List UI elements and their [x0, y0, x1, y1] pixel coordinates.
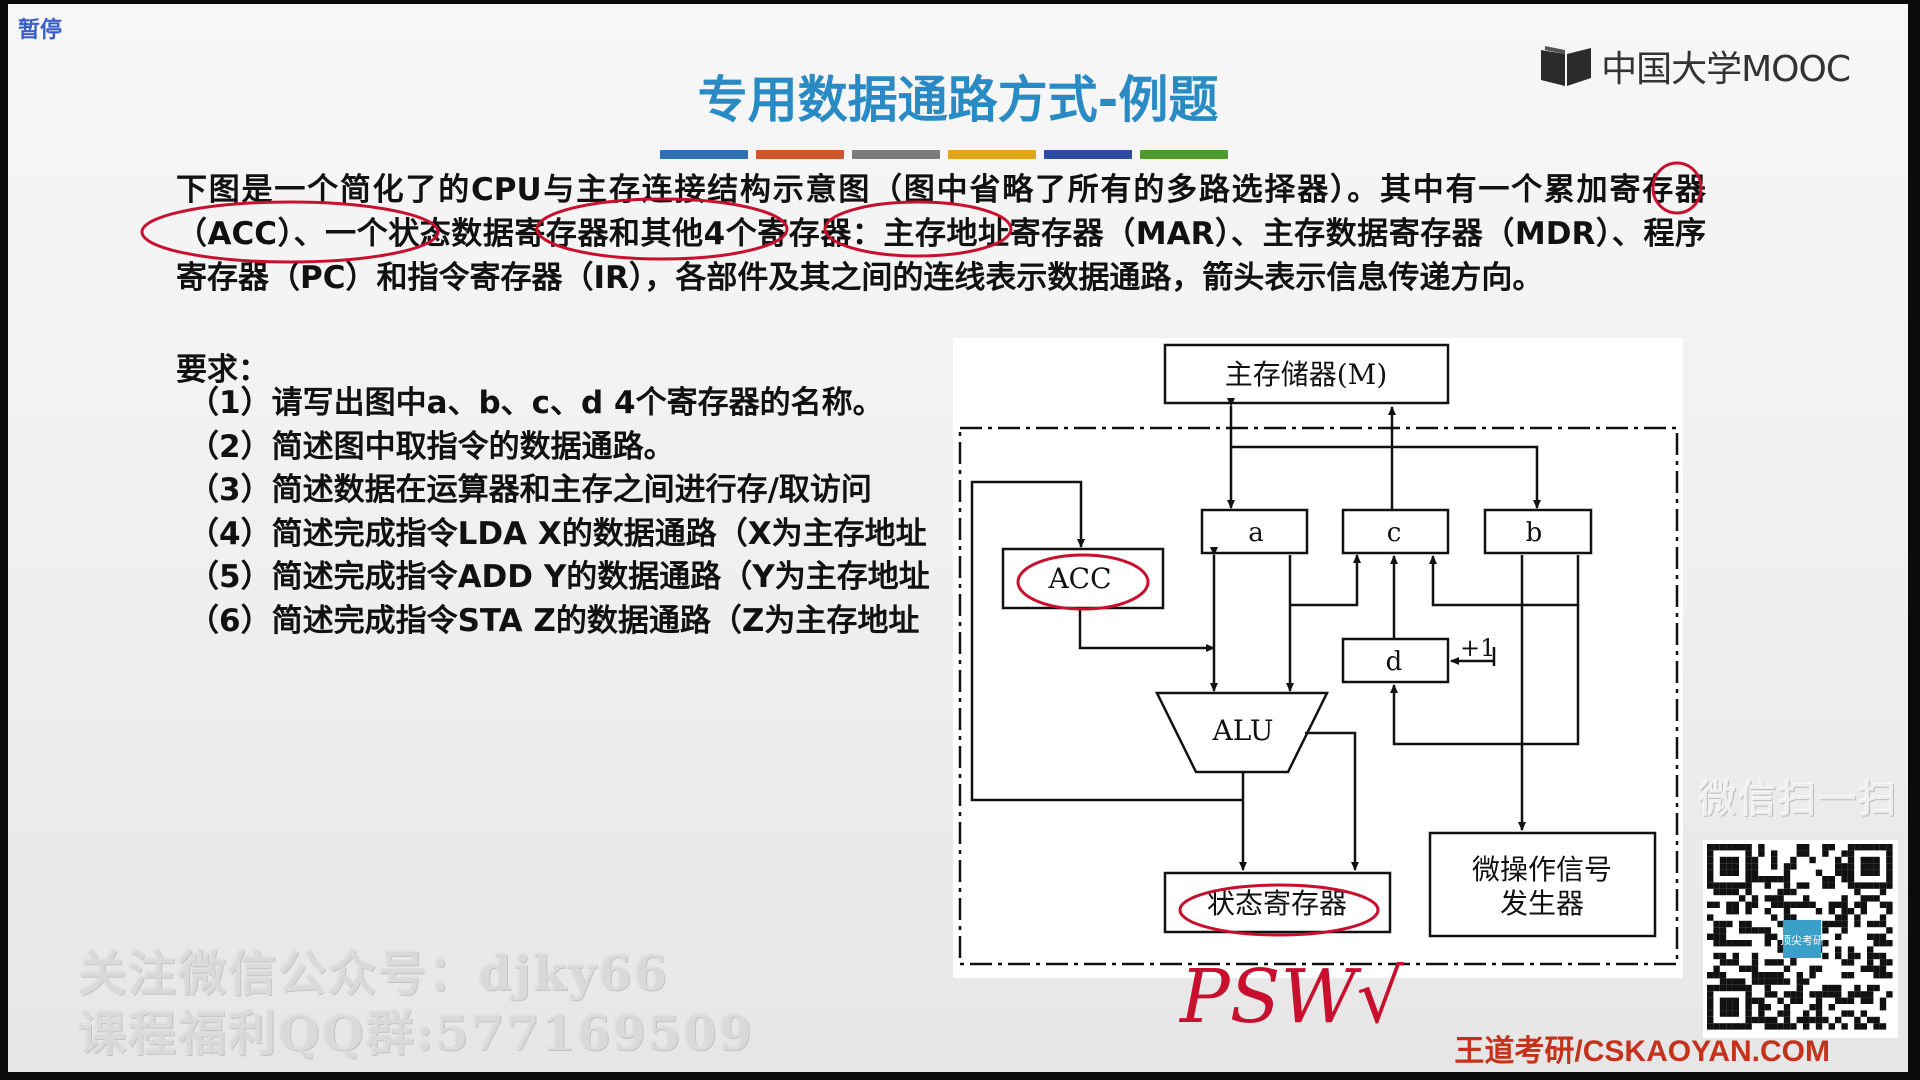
- main-memory-box: 主存储器(M): [1163, 343, 1450, 405]
- title-underline-bars: [660, 150, 1228, 159]
- qr-code[interactable]: 顶尖考研: [1703, 840, 1898, 1038]
- register-d: d: [1341, 637, 1450, 684]
- micro-op-label-1: 微操作信号: [1472, 853, 1612, 886]
- accent-bar: [1140, 150, 1228, 159]
- watermark-qq-group: 课程福利QQ群:577169509: [78, 1006, 754, 1062]
- page-title: 专用数据通路方式-例题: [697, 71, 1219, 129]
- circle-four-regs-text: [823, 200, 1013, 258]
- circle-status-reg-diagram: [1178, 883, 1380, 937]
- accent-bar: [852, 150, 940, 159]
- requirement-item: （1）请写出图中a、b、c、d 4个寄存器的名称。: [188, 385, 884, 421]
- accent-bar: [756, 150, 844, 159]
- accent-bar: [660, 150, 748, 159]
- alu-label: ALU: [1212, 714, 1274, 747]
- mooc-logo: 中国大学MOOC: [1539, 40, 1851, 92]
- register-c-label: c: [1387, 518, 1402, 548]
- register-c: c: [1341, 508, 1450, 555]
- requirement-item: （3）简述数据在运算器和主存之间进行存/取访问: [188, 472, 872, 508]
- circle-lei: [1651, 161, 1703, 215]
- footer-site: 王道考研/CSKAOYAN.COM: [1454, 1035, 1830, 1068]
- line-alu-status-2: [1305, 731, 1359, 871]
- increment-label: +1: [1460, 634, 1495, 662]
- cpu-boundary: [958, 426, 1679, 966]
- circle-acc-text: [140, 200, 440, 264]
- register-d-label: d: [1386, 647, 1403, 677]
- requirement-item: （6）简述完成指令STA Z的数据通路（Z为主存地址: [188, 602, 920, 639]
- register-a: a: [1200, 508, 1309, 555]
- line-bus-b: [1231, 445, 1541, 509]
- requirement-item: （5）简述完成指令ADD Y的数据通路（Y为主存地址: [188, 559, 930, 595]
- line-acc-alu: [1078, 610, 1215, 652]
- qr-caption: 微信扫一扫: [1698, 777, 1899, 821]
- accent-bar: [948, 150, 1036, 159]
- main-memory-label: 主存储器(M): [1225, 358, 1388, 391]
- datapath-lines: [970, 398, 1580, 871]
- status-register-label: 状态寄存器: [1207, 887, 1347, 920]
- register-acc: ACC: [1001, 547, 1165, 610]
- handwritten-psw: PSW√: [1178, 954, 1405, 1040]
- pause-indicator[interactable]: 暂停: [18, 18, 63, 43]
- watermark-wechat: 关注微信公众号：djky66: [78, 946, 669, 1002]
- qr-center-label: 顶尖考研: [1780, 934, 1824, 947]
- circle-status-reg-text: [535, 197, 789, 261]
- handwritten-annotations: [140, 161, 1703, 937]
- accent-bar: [1044, 150, 1132, 159]
- logo-text: 中国大学MOOC: [1601, 49, 1851, 90]
- line-b-c: [1429, 555, 1578, 607]
- requirements-list: （1）请写出图中a、b、c、d 4个寄存器的名称。 （2）简述图中取指令的数据通…: [188, 382, 963, 643]
- book-icon: [1541, 46, 1592, 86]
- requirement-item: （2）简述图中取指令的数据通路。: [188, 428, 675, 465]
- line-bus-c: [1290, 554, 1361, 607]
- micro-op-label-2: 发生器: [1500, 887, 1584, 920]
- register-acc-label: ACC: [1047, 562, 1111, 595]
- requirement-item: （4）简述完成指令LDA X的数据通路（X为主存地址: [188, 515, 927, 552]
- register-a-label: a: [1248, 518, 1264, 548]
- register-b: b: [1483, 508, 1593, 555]
- line-b-d: [1390, 555, 1580, 746]
- register-b-label: b: [1526, 518, 1543, 548]
- alu-unit: ALU: [1154, 691, 1330, 774]
- qr-center-badge: [1783, 920, 1821, 958]
- requirements-label: 要求：: [176, 352, 269, 388]
- line-alu-acc: [970, 480, 1243, 802]
- micro-op-generator: 微操作信号 发生器: [1428, 831, 1657, 938]
- status-register: 状态寄存器: [1163, 871, 1392, 934]
- circle-acc-diagram: [1016, 553, 1150, 611]
